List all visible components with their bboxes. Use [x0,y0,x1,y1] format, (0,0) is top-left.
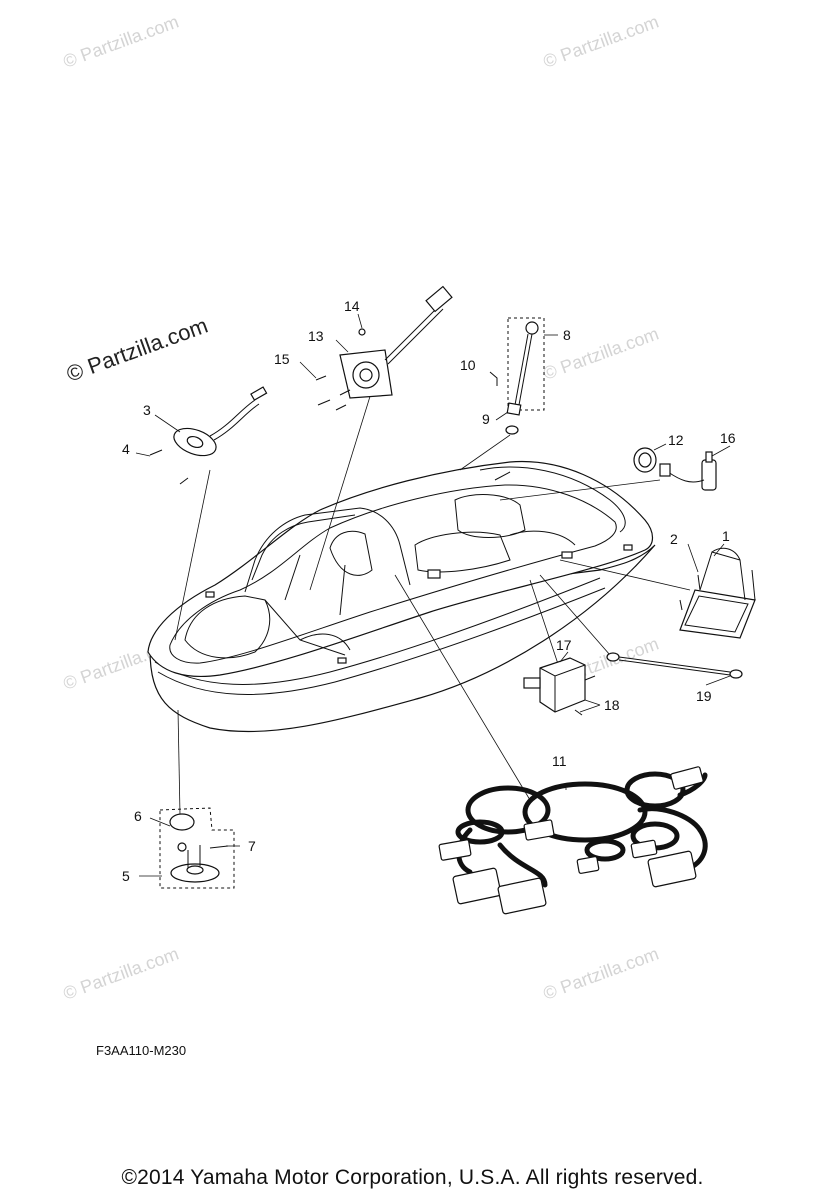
callout-11: 11 [552,753,567,769]
callout-9: 9 [482,411,490,427]
part-control-unit-17 [523,657,596,716]
watermark: © Partzilla.com [541,943,662,1003]
part-cover-13 [315,285,453,411]
part-wire-harness-11 [438,766,708,915]
watermark: © Partzilla.com [541,11,662,71]
watermark-prominent: © Partzilla.com [63,313,211,387]
callout-8: 8 [563,327,571,343]
callout-15: 15 [274,351,290,367]
watermark: © Partzilla.com [541,323,662,383]
part-probe-8 [489,317,545,435]
part-sender-3 [149,386,268,485]
leader-lines [174,389,691,816]
callout-16: 16 [720,430,736,446]
callout-leaders [135,313,731,877]
callout-5: 5 [122,868,130,884]
callout-18: 18 [604,697,620,713]
callout-10: 10 [460,357,476,373]
callout-12: 12 [668,432,684,448]
callout-4: 4 [122,441,130,457]
part-cable-19 [606,652,743,679]
watermark: © Partzilla.com [61,943,182,1003]
callout-13: 13 [308,328,324,344]
watermark: © Partzilla.com [61,11,182,71]
callout-2: 2 [670,531,678,547]
drawing-code: F3AA110-M230 [96,1043,187,1058]
boat-hull [147,460,656,733]
callout-6: 6 [134,808,142,824]
callout-7: 7 [248,838,256,854]
callout-14: 14 [344,298,360,314]
part-battery-box-1 [679,547,756,639]
callout-3: 3 [143,402,151,418]
part-sensor-16 [633,447,717,491]
callout-17: 17 [556,637,572,653]
callout-1: 1 [722,528,730,544]
part-drain-5 [159,807,235,889]
copyright-notice: ©2014 Yamaha Motor Corporation, U.S.A. A… [121,1166,704,1189]
callout-19: 19 [696,688,712,704]
callout-numbers: 1 2 3 4 5 6 7 8 9 10 11 12 13 14 15 16 1… [122,298,736,884]
